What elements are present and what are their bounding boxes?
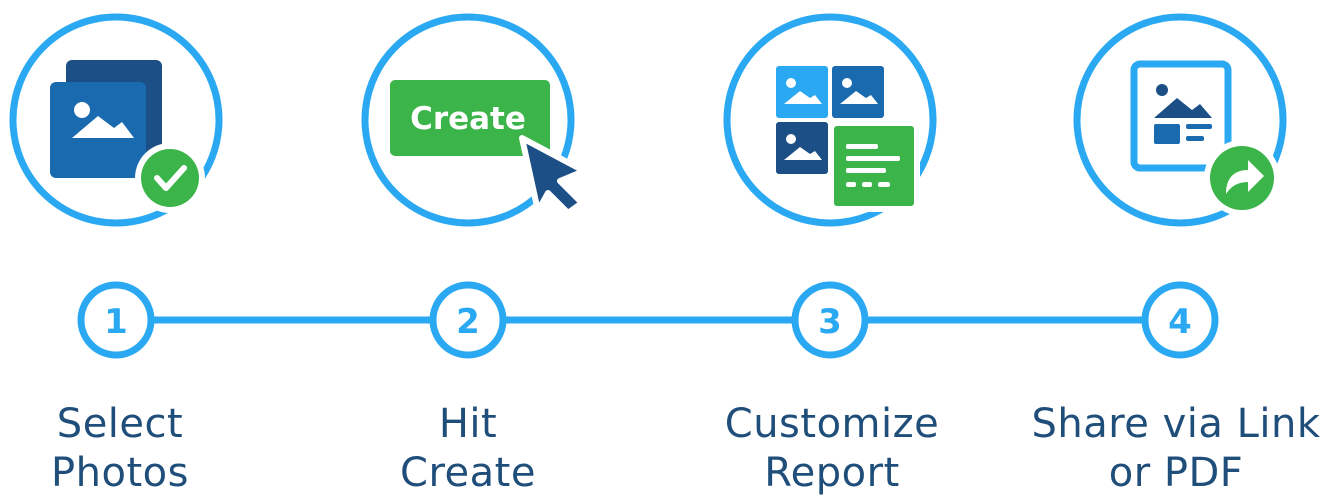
step-4-number: 4 (1168, 302, 1192, 342)
step-4-icon-circle (1073, 13, 1287, 227)
step-1-number-badge: 1 (77, 281, 155, 359)
step-2-label: Hit Create (308, 400, 628, 498)
step-2-icon-circle: Create (361, 13, 587, 227)
step-1-icon-circle (9, 13, 223, 227)
step-3-label: Customize Report (672, 400, 992, 498)
step-2-label-line-2: Create (400, 450, 536, 496)
step-4-label-line-1: Share via Link (1031, 401, 1321, 447)
step-4-label: Share via Link or PDF (1016, 400, 1323, 498)
step-2-label-line-1: Hit (438, 401, 498, 447)
step-2-number: 2 (456, 302, 480, 342)
create-button-cursor-icon: Create (390, 80, 587, 216)
share-document-icon (1130, 60, 1280, 216)
step-1-label-line-1: Select (56, 401, 184, 447)
step-3-label-line-1: Customize (724, 401, 940, 447)
step-4-label-line-2: or PDF (1108, 450, 1244, 496)
step-3-icon-circle (723, 13, 937, 227)
step-1-label: Select Photos (0, 400, 280, 498)
step-1-number: 1 (104, 302, 128, 342)
report-layout-icon (776, 66, 920, 212)
step-4-number-badge: 4 (1141, 281, 1219, 359)
step-3-label-line-2: Report (764, 450, 900, 496)
step-3-number: 3 (818, 302, 842, 342)
step-3-number-badge: 3 (791, 281, 869, 359)
create-button-text: Create (410, 101, 526, 137)
step-1-label-line-2: Photos (51, 450, 189, 496)
step-2-number-badge: 2 (429, 281, 507, 359)
photos-check-icon (50, 60, 205, 213)
